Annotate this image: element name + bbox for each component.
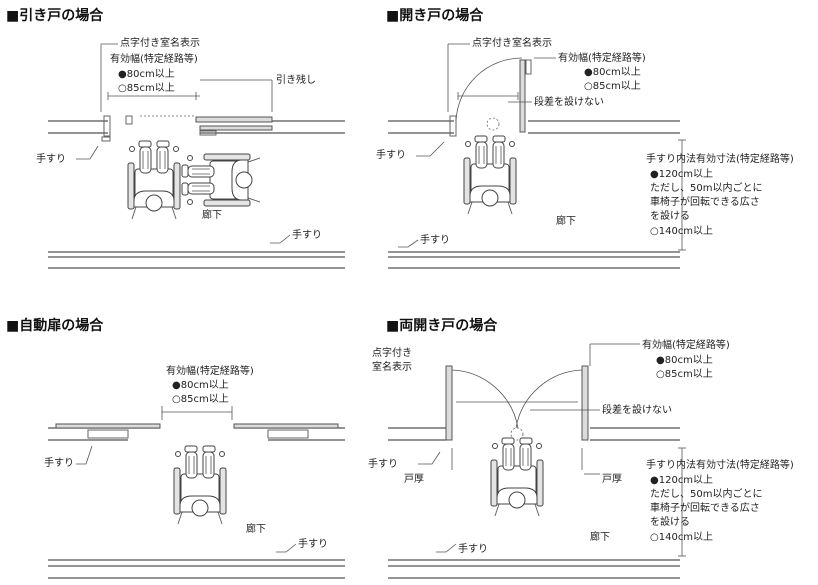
label-handrail-clear-width: 手すり内法有効寸法(特定経路等) bbox=[646, 152, 794, 165]
label-handrail: 手すり bbox=[368, 457, 398, 470]
label-width-80: ●80cm以上 bbox=[172, 379, 229, 391]
sliding-door-plan bbox=[48, 43, 345, 269]
label-width-140: ○140cm以上 bbox=[650, 531, 713, 543]
wheelchair-icon bbox=[127, 140, 181, 220]
heading-automatic-door: ■自動扉の場合 bbox=[6, 317, 104, 334]
automatic-door-plan bbox=[48, 406, 345, 579]
label-note-line2: 車椅子が回転できる広さ bbox=[650, 501, 760, 514]
label-handrail-corridor: 手すり bbox=[298, 537, 328, 550]
label-width-85: ○85cm以上 bbox=[656, 368, 713, 380]
label-handrail-corridor: 手すり bbox=[292, 228, 322, 241]
label-handrail-clear-width: 手すり内法有効寸法(特定経路等) bbox=[646, 458, 794, 471]
label-door-thickness-right: 戸厚 bbox=[602, 473, 622, 485]
label-handrail-corridor: 手すり bbox=[420, 233, 450, 246]
label-no-step: 段差を設けない bbox=[602, 403, 672, 416]
label-note-line3: を設ける bbox=[650, 209, 690, 222]
swing-door-plan bbox=[388, 43, 686, 269]
label-corridor: 廊下 bbox=[246, 522, 266, 535]
label-effective-width: 有効幅(特定経路等) bbox=[110, 52, 198, 65]
label-width-80: ●80cm以上 bbox=[118, 68, 175, 80]
label-handrail: 手すり bbox=[376, 148, 406, 161]
label-corridor: 廊下 bbox=[590, 530, 610, 543]
label-width-85: ○85cm以上 bbox=[118, 82, 175, 94]
label-note-line1: ただし、50m以内ごとに bbox=[650, 181, 762, 194]
label-door-thickness-left: 戸厚 bbox=[404, 473, 424, 485]
wheelchair-icon bbox=[463, 135, 517, 215]
label-braille-line2: 室名表示 bbox=[372, 360, 412, 373]
heading-double-door: ■両開き戸の場合 bbox=[386, 317, 498, 334]
label-handrail-corridor: 手すり bbox=[458, 542, 488, 555]
label-handrail: 手すり bbox=[44, 456, 74, 469]
label-width-140: ○140cm以上 bbox=[650, 225, 713, 237]
label-corridor: 廊下 bbox=[556, 214, 576, 227]
label-braille-room-sign: 点字付き室名表示 bbox=[472, 36, 552, 49]
label-pull-margin: 引き残し bbox=[276, 73, 316, 86]
label-no-step: 段差を設けない bbox=[534, 95, 604, 108]
label-width-120: ●120cm以上 bbox=[650, 168, 713, 180]
label-effective-width: 有効幅(特定経路等) bbox=[642, 338, 730, 351]
double-door-plan bbox=[388, 343, 686, 579]
label-effective-width: 有効幅(特定経路等) bbox=[166, 364, 254, 377]
label-note-line1: ただし、50m以内ごとに bbox=[650, 487, 762, 500]
label-braille-line1: 点字付き bbox=[372, 346, 412, 359]
label-effective-width: 有効幅(特定経路等) bbox=[558, 51, 646, 64]
wheelchair-icon bbox=[490, 437, 544, 517]
label-braille-room-sign: 点字付き室名表示 bbox=[120, 36, 200, 49]
label-note-line3: を設ける bbox=[650, 515, 690, 528]
label-width-85: ○85cm以上 bbox=[584, 80, 641, 92]
label-width-120: ●120cm以上 bbox=[650, 474, 713, 486]
heading-swing-door: ■開き戸の場合 bbox=[386, 7, 484, 24]
label-handrail: 手すり bbox=[36, 152, 66, 165]
label-corridor: 廊下 bbox=[202, 208, 222, 221]
label-width-85: ○85cm以上 bbox=[172, 393, 229, 405]
wheelchair-icon bbox=[173, 445, 227, 525]
label-width-80: ●80cm以上 bbox=[584, 66, 641, 78]
label-width-80: ●80cm以上 bbox=[656, 354, 713, 366]
heading-sliding-door: ■引き戸の場合 bbox=[6, 7, 104, 24]
label-note-line2: 車椅子が回転できる広さ bbox=[650, 195, 760, 208]
wheelchair-icon bbox=[181, 153, 261, 207]
